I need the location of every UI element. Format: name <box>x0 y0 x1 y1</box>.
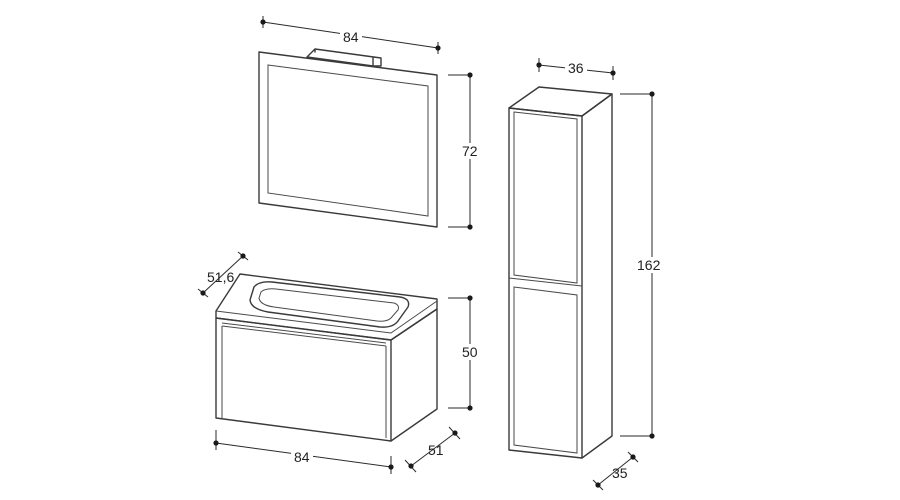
column-upper-door <box>513 111 578 284</box>
mirror-height-label: 72 <box>462 143 478 159</box>
column-top <box>508 86 613 117</box>
column-side <box>581 93 613 459</box>
column-depth-dimension: 35 <box>592 451 639 491</box>
mirror-frame-outer <box>258 51 438 228</box>
column-depth-label: 35 <box>612 465 628 481</box>
mirror-lamp <box>306 48 382 67</box>
column-front <box>508 107 583 459</box>
column-width-dimension: 36 <box>536 58 616 80</box>
vanity-width-label: 84 <box>294 449 310 465</box>
column-lower-door <box>513 286 578 454</box>
vanity-cabinet-front <box>215 317 392 442</box>
column-height-dimension: 162 <box>620 91 666 439</box>
mirror-frame-inner <box>267 64 429 217</box>
vanity-width-dimension: 84 <box>213 430 394 474</box>
vanity-sink-basin <box>249 281 410 328</box>
vanity-height-label: 50 <box>462 344 478 360</box>
column-cabinet <box>508 86 613 459</box>
vanity-top-depth-label: 51,6 <box>207 269 234 285</box>
vanity-depth-label: 51 <box>428 442 444 458</box>
column-height-label: 162 <box>637 257 661 273</box>
vanity-countertop <box>215 273 438 341</box>
mirror-height-dimension: 72 <box>448 72 482 230</box>
vanity-height-dimension: 50 <box>448 295 482 411</box>
vanity-depth-dimension: 51 <box>404 426 461 473</box>
vanity-drawer-groove <box>221 322 387 438</box>
vanity-unit <box>215 273 438 442</box>
column-width-label: 36 <box>568 60 584 76</box>
vanity-cabinet-side <box>390 308 438 442</box>
mirror-width-label: 84 <box>343 29 359 45</box>
mirror-width-dimension: 84 <box>260 16 441 54</box>
mirror <box>258 48 438 228</box>
vanity-top-depth-dimension: 51,6 <box>197 251 249 298</box>
